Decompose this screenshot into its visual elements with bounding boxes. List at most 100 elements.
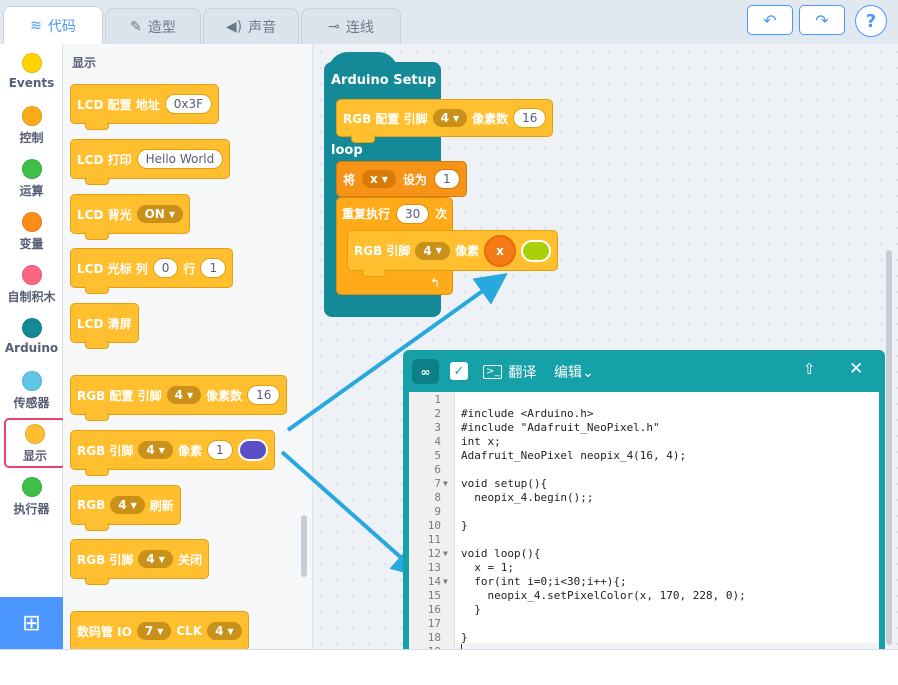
cursor-col-input[interactable]: 0 [152, 258, 179, 278]
clk-dropdown[interactable]: 4▼ [207, 622, 242, 640]
pin-dropdown[interactable]: 4▼ [432, 109, 468, 127]
block-segment-display[interactable]: 数码管 IO 7▼ CLK 4▼ [70, 611, 249, 649]
category-label: 变量 [19, 237, 44, 251]
ws-block-rgb-config[interactable]: RGB 配置 引脚 4▼ 像素数 16 [336, 99, 554, 143]
fold-toggle-icon[interactable]: ▼ [443, 577, 448, 586]
pin-dropdown[interactable]: 4▼ [415, 241, 450, 260]
block-rgb-off[interactable]: RGB 引脚 4▼ 关闭 [70, 539, 209, 585]
translate-button[interactable]: >_ 翻译 [483, 362, 536, 382]
block-rgb-set-pixel[interactable]: RGB 引脚 4▼ 像素 1 [70, 430, 275, 476]
category-sidebar: Events 控制 运算 变量 自制积木 Arduino 传感器 显示 执行器 [0, 44, 66, 597]
ws-block-set-variable[interactable]: 将 x▼ 设为 1 [336, 161, 467, 197]
block-lcd-cursor[interactable]: LCD 光标 列 0 行 1 [70, 248, 234, 294]
fold-toggle-icon[interactable]: ▼ [443, 549, 448, 558]
block-label: 数码管 IO [77, 624, 132, 639]
color-picker[interactable] [520, 239, 551, 262]
repeat-times-input[interactable]: 30 [396, 203, 430, 224]
undo-button[interactable]: ↶ [747, 5, 793, 35]
color-picker[interactable] [237, 439, 268, 461]
category-dot-icon [21, 53, 42, 73]
dropdown-value: x [370, 172, 378, 186]
block-lcd-clear[interactable]: LCD 清屏 [70, 303, 139, 349]
line-number: 15 [427, 589, 441, 602]
pin-dropdown[interactable]: 4▼ [166, 386, 202, 404]
category-dot-icon [21, 318, 42, 338]
caret-down-icon: ▼ [435, 246, 442, 255]
pin-dropdown[interactable]: 4▼ [110, 496, 145, 514]
pixel-index-input[interactable]: 1 [206, 440, 233, 460]
pixel-count-input[interactable]: 16 [247, 385, 281, 405]
lcd-text-input[interactable]: Hello World [136, 149, 224, 169]
workspace-scrollbar[interactable] [886, 250, 892, 645]
line-number: 3 [434, 421, 441, 434]
tab-wiring[interactable]: ⊸ 连线 [301, 8, 401, 44]
close-icon[interactable]: ✕ [849, 359, 864, 379]
category-arduino[interactable]: Arduino [0, 314, 63, 364]
category-operators[interactable]: 运算 [0, 155, 63, 205]
variable-value-input[interactable]: 1 [433, 169, 460, 189]
pixel-count-input[interactable]: 16 [513, 108, 547, 128]
category-label: 传感器 [13, 396, 50, 410]
ws-block-rgb-set-pixel[interactable]: RGB 引脚 4▼ 像素 x [347, 230, 558, 277]
cursor-row-input[interactable]: 1 [200, 258, 227, 278]
line-number: 6 [434, 463, 441, 476]
variable-dropdown[interactable]: x▼ [362, 170, 396, 188]
backlight-dropdown[interactable]: ON▼ [136, 205, 183, 223]
block-label: 刷新 [149, 498, 174, 513]
block-label: 像素 [454, 244, 479, 258]
extension-icon: ⊞ [22, 610, 41, 636]
line-number: 7 [434, 477, 441, 490]
top-tab-bar: ≋ 代码 ✎ 造型 ◀) 声音 ⊸ 连线 ↶ ↷ ? [0, 0, 898, 44]
block-lcd-config[interactable]: LCD 配置 地址 0x3F [70, 84, 220, 130]
variable-reporter-x[interactable]: x [483, 234, 516, 267]
category-dot-icon [21, 265, 42, 285]
arduino-logo-icon: ∞ [412, 359, 439, 384]
help-icon: ? [865, 10, 877, 32]
block-rgb-config[interactable]: RGB 配置 引脚 4▼ 像素数 16 [70, 375, 288, 421]
io-dropdown[interactable]: 7▼ [136, 622, 172, 640]
category-control[interactable]: 控制 [0, 102, 63, 152]
block-lcd-backlight[interactable]: LCD 背光 ON▼ [70, 194, 190, 240]
lcd-address-input[interactable]: 0x3F [164, 94, 213, 114]
category-sensors[interactable]: 传感器 [0, 367, 63, 417]
tab-code[interactable]: ≋ 代码 [3, 6, 103, 44]
block-label: RGB 配置 引脚 [77, 388, 162, 403]
dropdown-value: 4 [118, 498, 127, 512]
palette-scrollbar[interactable] [301, 515, 307, 577]
tab-code-label: 代码 [47, 18, 76, 35]
line-number: 12 [427, 547, 441, 560]
block-lcd-print[interactable]: LCD 打印 Hello World [70, 139, 231, 185]
category-display[interactable]: 显示 [4, 418, 66, 468]
tab-sound[interactable]: ◀) 声音 [203, 8, 299, 44]
line-number: 14 [427, 575, 441, 588]
code-line: int x; [461, 435, 501, 448]
block-label: 像素数 [206, 388, 243, 403]
chevron-down-icon: ⌄ [582, 365, 594, 381]
setup-label: Arduino Setup [331, 73, 437, 88]
add-extension-button[interactable]: ⊞ [0, 597, 63, 649]
category-dot-icon [21, 371, 42, 391]
upload-icon[interactable]: ⇧ [803, 360, 816, 378]
category-variables[interactable]: 变量 [0, 208, 63, 258]
pin-dropdown[interactable]: 4▼ [138, 441, 173, 459]
tab-costume[interactable]: ✎ 造型 [105, 8, 201, 44]
fold-toggle-icon[interactable]: ▼ [443, 479, 448, 488]
category-actuators[interactable]: 执行器 [0, 473, 63, 523]
block-rgb-refresh[interactable]: RGB 4▼ 刷新 [70, 485, 181, 531]
caret-down-icon: ▼ [158, 445, 165, 455]
category-events[interactable]: Events [0, 49, 63, 99]
translate-label: 翻译 [508, 365, 537, 381]
bottom-bar [0, 649, 898, 685]
category-dot-icon [21, 477, 42, 497]
pin-dropdown[interactable]: 4▼ [138, 550, 173, 568]
edit-menu[interactable]: 编辑⌄ [554, 362, 594, 382]
help-button[interactable]: ? [855, 5, 887, 37]
code-line: #include "Adafruit_NeoPixel.h" [461, 421, 660, 434]
tab-wiring-label: 连线 [345, 19, 374, 36]
category-my-blocks[interactable]: 自制积木 [0, 261, 63, 311]
category-label: 运算 [19, 184, 44, 198]
code-checkbox[interactable]: ✓ [450, 362, 468, 380]
caret-down-icon: ▼ [157, 626, 164, 636]
redo-button[interactable]: ↷ [799, 5, 845, 35]
